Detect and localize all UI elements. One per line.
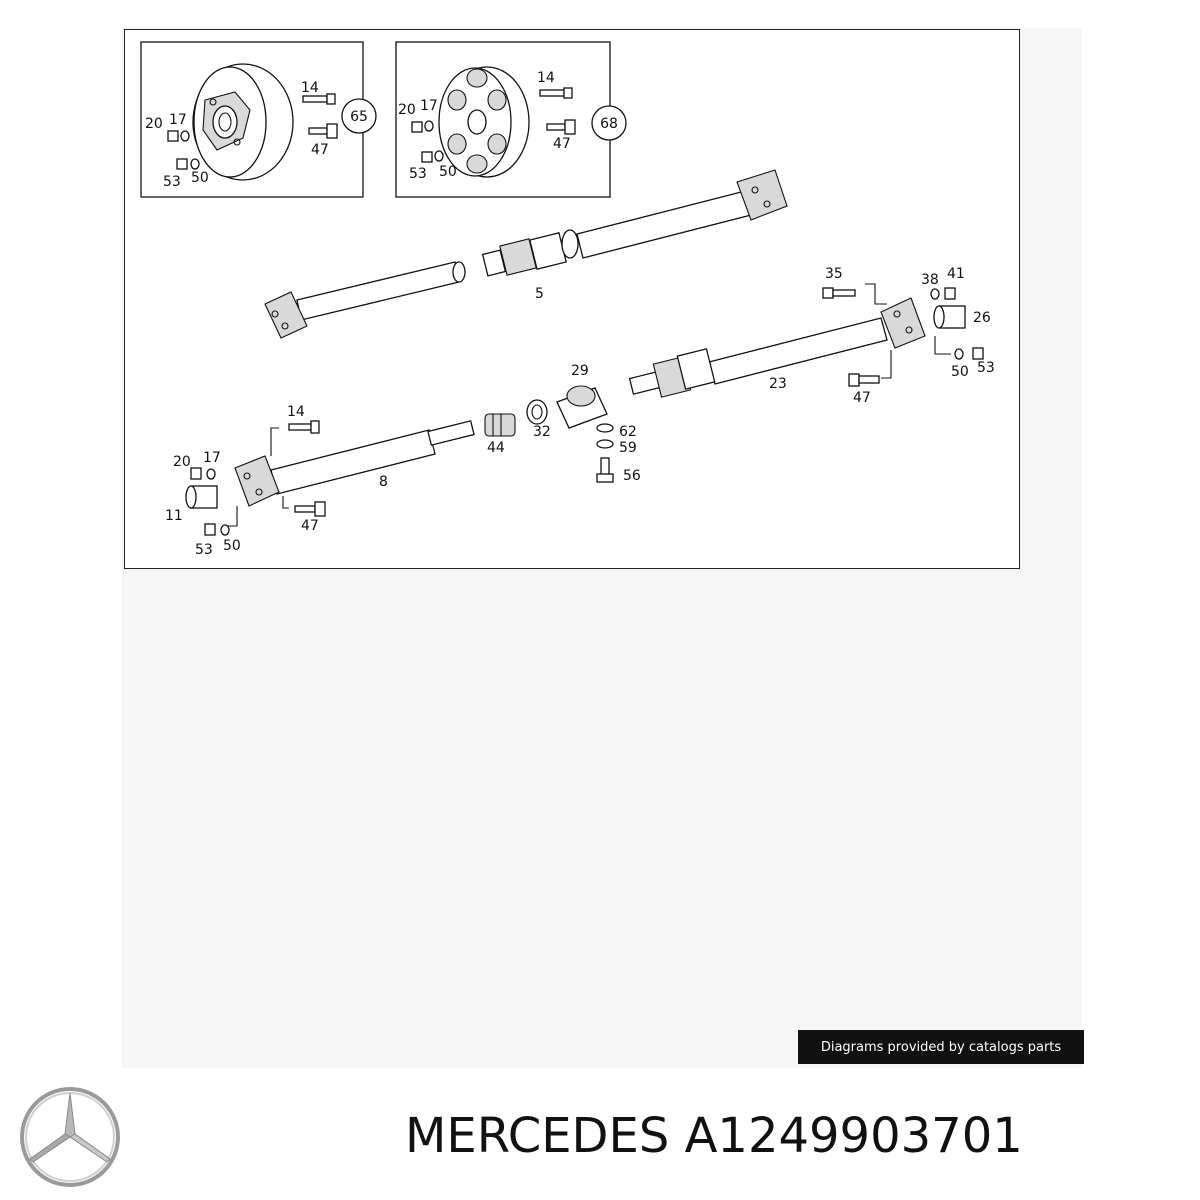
washer-50-box65 — [190, 158, 200, 170]
label-50-box68: 50 — [439, 164, 457, 180]
propeller-shaft-23 — [628, 297, 926, 398]
label-53-lower: 53 — [195, 542, 213, 558]
label-29: 29 — [571, 363, 589, 379]
label-26: 26 — [973, 310, 991, 326]
label-62: 62 — [619, 424, 637, 440]
label-17-lower: 17 — [203, 450, 221, 466]
sleeve-26 — [933, 305, 966, 329]
label-5: 5 — [535, 286, 544, 302]
label-20-box68: 20 — [398, 102, 416, 118]
washer-62 — [596, 423, 614, 433]
label-14-box65: 14 — [301, 80, 319, 96]
label-47-right: 47 — [853, 390, 871, 406]
ring-32 — [526, 399, 548, 425]
nut-53-box65 — [176, 158, 188, 170]
label-59: 59 — [619, 440, 637, 456]
label-53-box65: 53 — [163, 174, 181, 190]
flex-disc-68 — [438, 66, 530, 178]
label-8: 8 — [379, 474, 388, 490]
label-14-lower: 14 — [287, 404, 305, 420]
nut-20-lower — [190, 467, 202, 480]
label-41: 41 — [947, 266, 965, 282]
label-50-lower: 50 — [223, 538, 241, 554]
label-50-box65: 50 — [191, 170, 209, 186]
washer-50-box68 — [434, 150, 444, 162]
bolt-35 — [822, 283, 887, 305]
nut-53-right — [972, 347, 984, 360]
detail-box-65: 14 20 17 47 53 50 65 — [140, 41, 377, 198]
ref-circle-65 — [341, 98, 377, 134]
propeller-shaft-8 — [234, 420, 475, 507]
ref-label-68: 68 — [600, 116, 618, 132]
label-17-box68: 17 — [420, 98, 438, 114]
washer-17-box65 — [180, 130, 190, 142]
label-23: 23 — [769, 376, 787, 392]
label-20-lower: 20 — [173, 454, 191, 470]
label-35: 35 — [825, 266, 843, 282]
label-50-right: 50 — [951, 364, 969, 380]
exploded-view-drawing: 14 20 17 47 53 50 65 — [140, 41, 995, 558]
diagram-credit-banner: Diagrams provided by catalogs parts — [798, 1030, 1084, 1064]
label-47-box68: 47 — [553, 136, 571, 152]
nut-20-box65 — [167, 130, 179, 142]
bolt-47-lower — [282, 496, 326, 517]
washer-59 — [596, 439, 614, 449]
nut-20-box68 — [411, 121, 423, 133]
bolt-14-box68 — [539, 87, 573, 99]
label-38: 38 — [921, 272, 939, 288]
ref-circle-68 — [591, 105, 627, 141]
washer-50-lower — [220, 524, 230, 536]
detail-box-68: 14 20 17 47 53 50 68 — [395, 41, 627, 198]
flex-disc-65 — [192, 63, 294, 181]
mercedes-star-logo — [20, 1087, 120, 1187]
washer-17-box68 — [424, 120, 434, 132]
sleeve-11 — [185, 485, 218, 509]
label-20-box65: 20 — [145, 116, 163, 132]
washer-17-lower — [206, 468, 216, 480]
washer-38 — [930, 288, 940, 300]
washer-50-right — [954, 348, 964, 360]
bolt-56 — [596, 457, 614, 483]
nut-53-box68 — [421, 151, 433, 163]
bolt-47-right — [848, 350, 892, 387]
bolt-47-box68 — [546, 119, 576, 135]
label-32: 32 — [533, 424, 551, 440]
ref-label-65: 65 — [350, 109, 368, 125]
nut-53-lower — [204, 523, 216, 536]
label-44: 44 — [487, 440, 505, 456]
center-bearing-29 — [556, 385, 608, 429]
label-53-box68: 53 — [409, 166, 427, 182]
label-14-box68: 14 — [537, 70, 555, 86]
label-53-right: 53 — [977, 360, 995, 376]
bolt-47-box65 — [308, 123, 338, 139]
label-47-lower: 47 — [301, 518, 319, 534]
nut-41 — [944, 287, 956, 300]
bolt-14-box65 — [302, 93, 336, 105]
parts-diagram: 14 20 17 47 53 50 65 — [124, 29, 1020, 569]
label-11: 11 — [165, 508, 183, 524]
label-17-box65: 17 — [169, 112, 187, 128]
label-56: 56 — [623, 468, 641, 484]
boot-44 — [484, 413, 516, 437]
part-number-title: MERCEDES A1249903701 — [405, 1108, 1023, 1164]
bolt-14-lower — [270, 420, 320, 456]
label-47-box65: 47 — [311, 142, 329, 158]
propeller-shaft-5 — [264, 169, 788, 339]
